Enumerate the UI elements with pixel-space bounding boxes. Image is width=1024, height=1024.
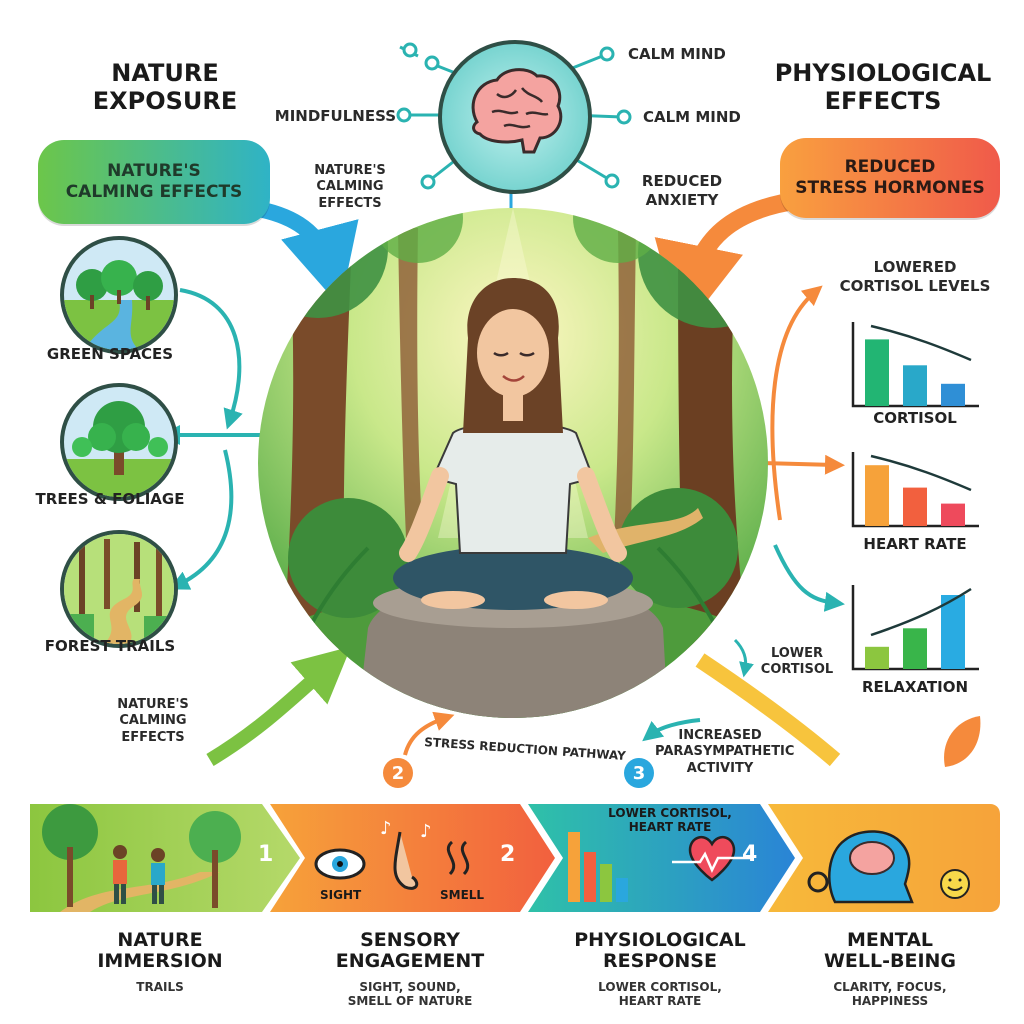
- tree-icon: [60, 383, 178, 501]
- chart-bar: [903, 365, 927, 406]
- step-number-1: 1: [258, 842, 274, 867]
- natures-calming-effects-banner: NATURE'S CALMING EFFECTS: [38, 140, 270, 224]
- reduced-stress-hormones-banner: REDUCED STRESS HORMONES: [780, 138, 1000, 218]
- cortisol-chart: [845, 312, 985, 412]
- arrow-right-banner: [654, 191, 802, 335]
- chart-axis: [851, 322, 979, 408]
- calm-mind-label-1: CALM MIND: [628, 45, 726, 63]
- step-1-title: NATURE IMMERSION: [97, 929, 223, 972]
- green-spaces-icon: [60, 236, 178, 354]
- calming-effects-arrow-label: NATURE'S CALMING EFFECTS: [314, 163, 386, 211]
- step-number-2: 2: [500, 842, 516, 867]
- trees-foliage-label: TREES & FOLIAGE: [35, 490, 185, 508]
- nature-exposure-heading: NATURE EXPOSURE: [92, 59, 238, 115]
- cortisol-label: CORTISOL: [873, 409, 957, 427]
- chart-axis: [851, 585, 979, 671]
- chart-bar: [941, 383, 965, 406]
- chart-bar: [941, 595, 965, 669]
- step-number-4: 4: [742, 842, 758, 867]
- lowered-cortisol-label: LOWERED CORTISOL LEVELS: [839, 258, 991, 295]
- lower-cortisol-side-label: LOWER CORTISOL: [760, 646, 834, 678]
- step-4-subtitle: CLARITY, FOCUS, HAPPINESS: [833, 980, 947, 1009]
- step-2-segment: [270, 804, 555, 912]
- lower-cortisol-heart-rate-inner: LOWER CORTISOL, HEART RATE: [608, 806, 732, 835]
- step-badge-2: 2: [383, 758, 413, 788]
- relaxation-chart: [845, 575, 985, 675]
- relaxation-label: RELAXATION: [861, 678, 969, 696]
- reduced-anxiety-label: REDUCED ANXIETY: [641, 172, 723, 209]
- parasympathetic-label: INCREASED PARASYMPATHETIC ACTIVITY: [655, 728, 795, 776]
- chart-axis: [851, 452, 979, 528]
- forest-trails-label: FOREST TRAILS: [44, 637, 176, 655]
- chart-bar: [941, 503, 965, 526]
- physiological-effects-heading: PHYSIOLOGICAL EFFECTS: [774, 59, 992, 115]
- chart-bar: [865, 465, 889, 526]
- svg-text:♪: ♪: [380, 818, 392, 839]
- step-4-title: MENTAL WELL-BEING: [823, 929, 957, 972]
- step-3-title: PHYSIOLOGICAL RESPONSE: [574, 929, 746, 972]
- process-steps-band: ♪ ♪: [30, 804, 1000, 912]
- green-spaces-label: GREEN SPACES: [46, 345, 174, 363]
- chart-trend-arrow: [870, 324, 972, 362]
- leaf-icon: [944, 716, 981, 767]
- svg-text:♪: ♪: [420, 821, 432, 842]
- step-badge-3: 3: [624, 758, 654, 788]
- brain-icon: [438, 40, 592, 194]
- step-1-subtitle: TRAILS: [136, 980, 184, 994]
- heart-rate-chart: [845, 442, 985, 532]
- step-2-title: SENSORY ENGAGEMENT: [335, 929, 485, 972]
- forest-trail-icon: [60, 530, 178, 648]
- meditation-forest-scene: [258, 208, 768, 718]
- step-3-subtitle: LOWER CORTISOL, HEART RATE: [598, 980, 722, 1009]
- step-2-subtitle: SIGHT, SOUND, SMELL OF NATURE: [347, 980, 473, 1009]
- bottom-calming-effects-label: NATURE'S CALMING EFFECTS: [117, 697, 189, 745]
- chart-bar: [903, 487, 927, 526]
- calm-mind-label-2: CALM MIND: [643, 108, 741, 126]
- chart-bar: [865, 646, 889, 669]
- smell-label: SMELL: [440, 888, 485, 902]
- mindfulness-label: MINDFULNESS: [274, 107, 396, 125]
- chart-trend-arrow: [870, 454, 972, 492]
- sight-label: SIGHT: [320, 888, 362, 902]
- chart-bar: [865, 339, 889, 406]
- heart-rate-label: HEART RATE: [863, 535, 967, 553]
- chart-bar: [903, 628, 927, 669]
- chart-trend-arrow: [870, 587, 972, 637]
